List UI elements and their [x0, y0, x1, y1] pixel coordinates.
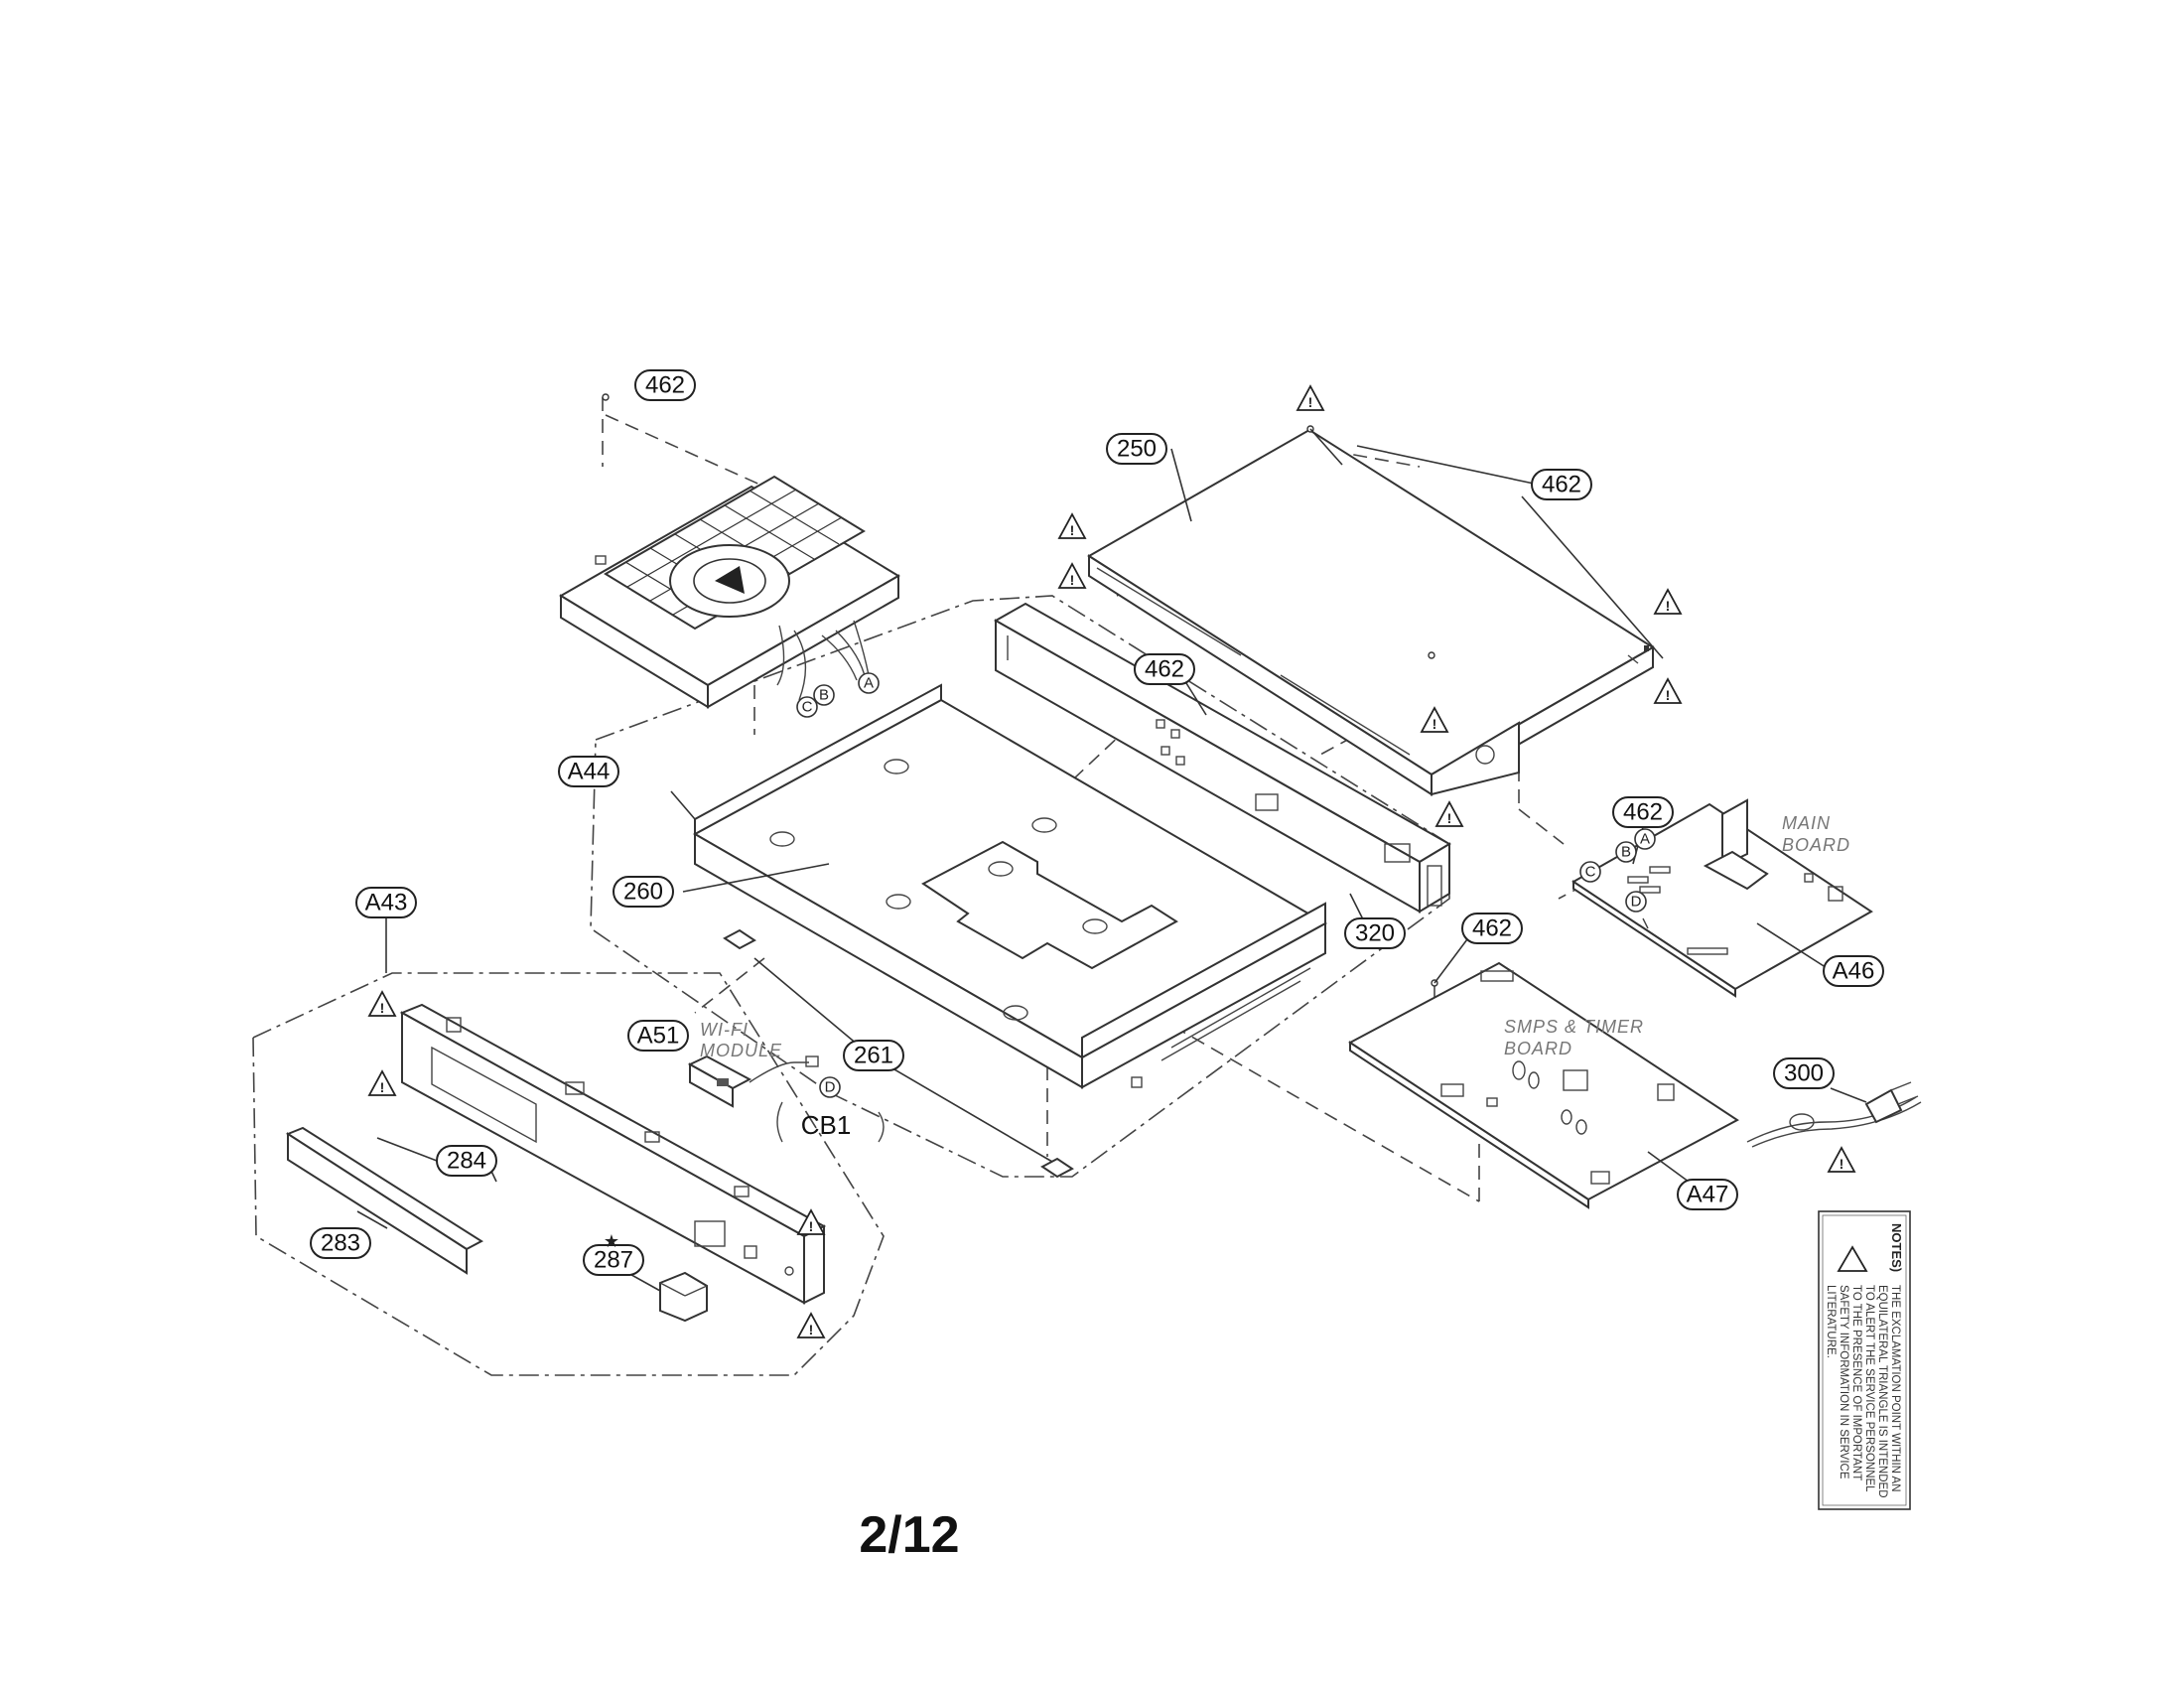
- connector-c: C: [1585, 864, 1596, 881]
- callout-label: 462: [645, 372, 685, 399]
- power-button-287: [659, 1271, 708, 1323]
- callout-a46: A46: [1823, 955, 1884, 987]
- callout-label: 462: [1145, 656, 1184, 683]
- notes-line2: EQUILATERAL TRIANGLE IS INTENDED: [1876, 1285, 1888, 1498]
- main-board-label-line2: BOARD: [1782, 835, 1850, 855]
- callout-label: 462: [1472, 915, 1512, 942]
- callout-320: 320: [1344, 917, 1406, 949]
- callout-label: 261: [854, 1043, 893, 1069]
- connector-a: A: [864, 675, 874, 692]
- cable-cb1: CB1: [801, 1110, 852, 1140]
- callout-260: 260: [613, 876, 674, 908]
- callout-label: 462: [1623, 799, 1663, 826]
- callout-a51: A51: [627, 1020, 689, 1052]
- callout-261: 261: [843, 1040, 904, 1071]
- callout-283: 283: [310, 1227, 371, 1259]
- wifi-module-board: [687, 1055, 885, 1143]
- callout-462-cover: 462: [1531, 469, 1592, 500]
- callout-300: 300: [1773, 1057, 1835, 1089]
- smps-timer-board-a47: [1348, 961, 1739, 1209]
- callout-a43: A43: [355, 887, 417, 918]
- callout-label: A44: [568, 759, 611, 785]
- callout-a47: A47: [1677, 1179, 1738, 1210]
- smps-board-label-line1: SMPS & TIMER: [1504, 1017, 1644, 1037]
- power-cord-300: [1746, 1081, 1922, 1148]
- callout-label: 284: [447, 1148, 486, 1175]
- notes-line1: THE EXCLAMATION POINT WITHIN AN: [1889, 1285, 1901, 1492]
- callout-label: A43: [365, 890, 408, 916]
- chassis-tray: [692, 683, 1328, 1179]
- callout-287: 287: [583, 1244, 644, 1276]
- connector-a: A: [1640, 831, 1650, 848]
- callout-label: A46: [1833, 958, 1875, 985]
- callout-label: A51: [637, 1023, 680, 1050]
- connector-markers: A B C A B C D D: [796, 672, 1656, 1098]
- chassis-assembly-boundary: [590, 595, 1450, 1178]
- notes-title: NOTES): [1889, 1223, 1904, 1272]
- callout-label: 320: [1355, 920, 1395, 947]
- callout-462-top: 462: [634, 369, 696, 401]
- main-board-label-line1: MAIN: [1782, 813, 1831, 833]
- notes-box: NOTES) THE EXCLAMATION POINT WITHIN AN E…: [1818, 1210, 1911, 1510]
- notes-line4: TO THE PRESENCE OF IMPORTANT: [1850, 1285, 1862, 1480]
- wifi-label-line2: MODULE: [700, 1041, 782, 1060]
- disc-loader-mechanism: [559, 475, 900, 709]
- callout-label: 250: [1117, 436, 1157, 463]
- page-number: 2/12: [859, 1506, 959, 1564]
- connector-d: D: [825, 1079, 836, 1096]
- cb1-label: CB1: [801, 1110, 852, 1140]
- callout-label: 260: [623, 879, 663, 906]
- callout-284: 284: [436, 1145, 497, 1177]
- callout-label: 462: [1542, 472, 1581, 498]
- front-panel-assembly-boundary: [252, 972, 885, 1376]
- callout-label: 300: [1784, 1060, 1824, 1087]
- callout-a44: A44: [558, 756, 619, 787]
- connector-c: C: [802, 699, 813, 716]
- top-cover-250: [1087, 428, 1655, 796]
- notes-line3: TO ALERT THE SERVICE PERSONNEL: [1863, 1285, 1875, 1492]
- notes-line5: SAFETY INFORMATION IN SERVICE: [1838, 1285, 1849, 1479]
- callout-label: 283: [321, 1230, 360, 1257]
- rear-panel-320: [993, 602, 1451, 914]
- connector-d: D: [1631, 894, 1642, 911]
- smps-board-label-line2: BOARD: [1504, 1039, 1572, 1058]
- star-icon: ★: [604, 1231, 619, 1251]
- wifi-label-line1: WI-FI: [700, 1020, 749, 1040]
- callout-462-smps: 462: [1461, 913, 1523, 944]
- callout-label: A47: [1687, 1182, 1729, 1208]
- front-panel-assembly: [399, 1003, 827, 1305]
- callout-label: 287: [594, 1247, 633, 1274]
- connector-b: B: [819, 687, 829, 704]
- callout-250: 250: [1106, 433, 1167, 465]
- display-window-283: [285, 1126, 483, 1275]
- connector-b: B: [1621, 844, 1631, 861]
- callout-462-mid: 462: [1134, 653, 1195, 685]
- main-board-a46: [1571, 798, 1873, 998]
- notes-line6: LITERATURE.: [1825, 1285, 1837, 1358]
- callout-462-main: 462: [1612, 796, 1674, 828]
